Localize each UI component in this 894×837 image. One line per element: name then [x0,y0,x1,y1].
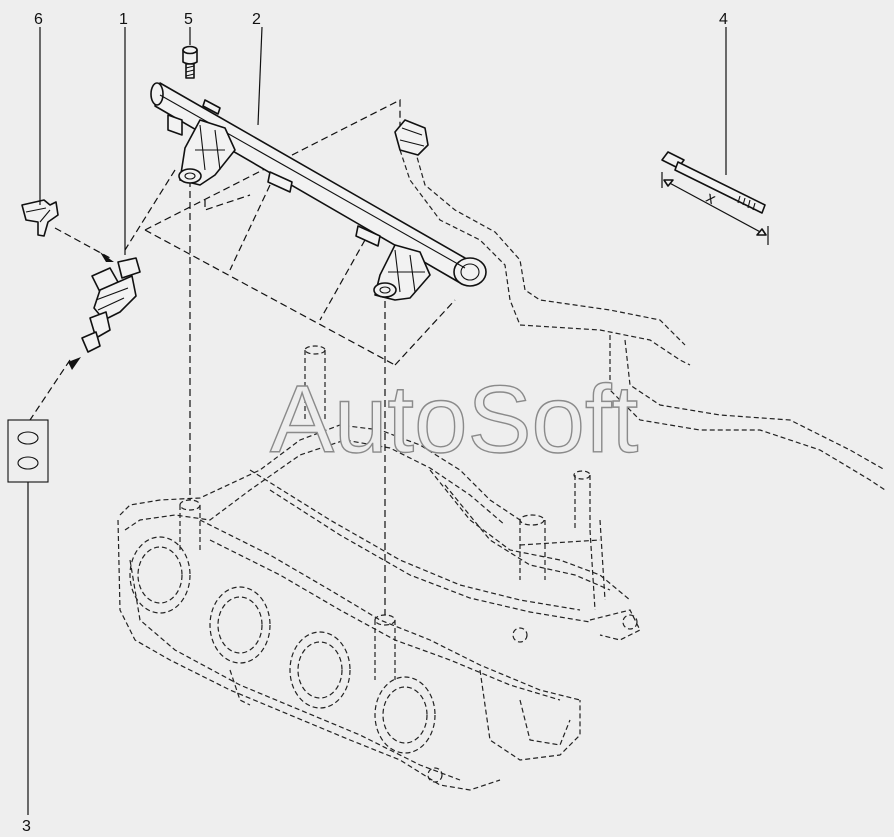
callout-4: 4 [719,11,728,28]
callout-6: 6 [34,11,43,28]
assembly-guide-lines [29,99,456,615]
dimension-label: x [703,189,718,208]
callout-3: 3 [22,818,31,835]
leader-lines [27,26,727,815]
retaining-clip [21,199,59,237]
o-ring-pair [7,419,49,483]
callout-2: 2 [252,11,261,28]
hose-fitting [394,119,429,156]
watermark: AutoSoft [270,366,638,473]
cable-tie: x [661,151,769,245]
fuel-rail [150,82,487,301]
callout-5: 5 [184,11,193,28]
assembly-arrows [68,252,114,370]
fuel-hose-outline [399,149,886,491]
intake-manifold-outline [117,345,641,791]
callout-labels: 6 1 5 2 4 3 [22,11,728,835]
fuel-injector [81,257,141,353]
bolt [182,45,198,79]
callout-1: 1 [119,11,128,28]
